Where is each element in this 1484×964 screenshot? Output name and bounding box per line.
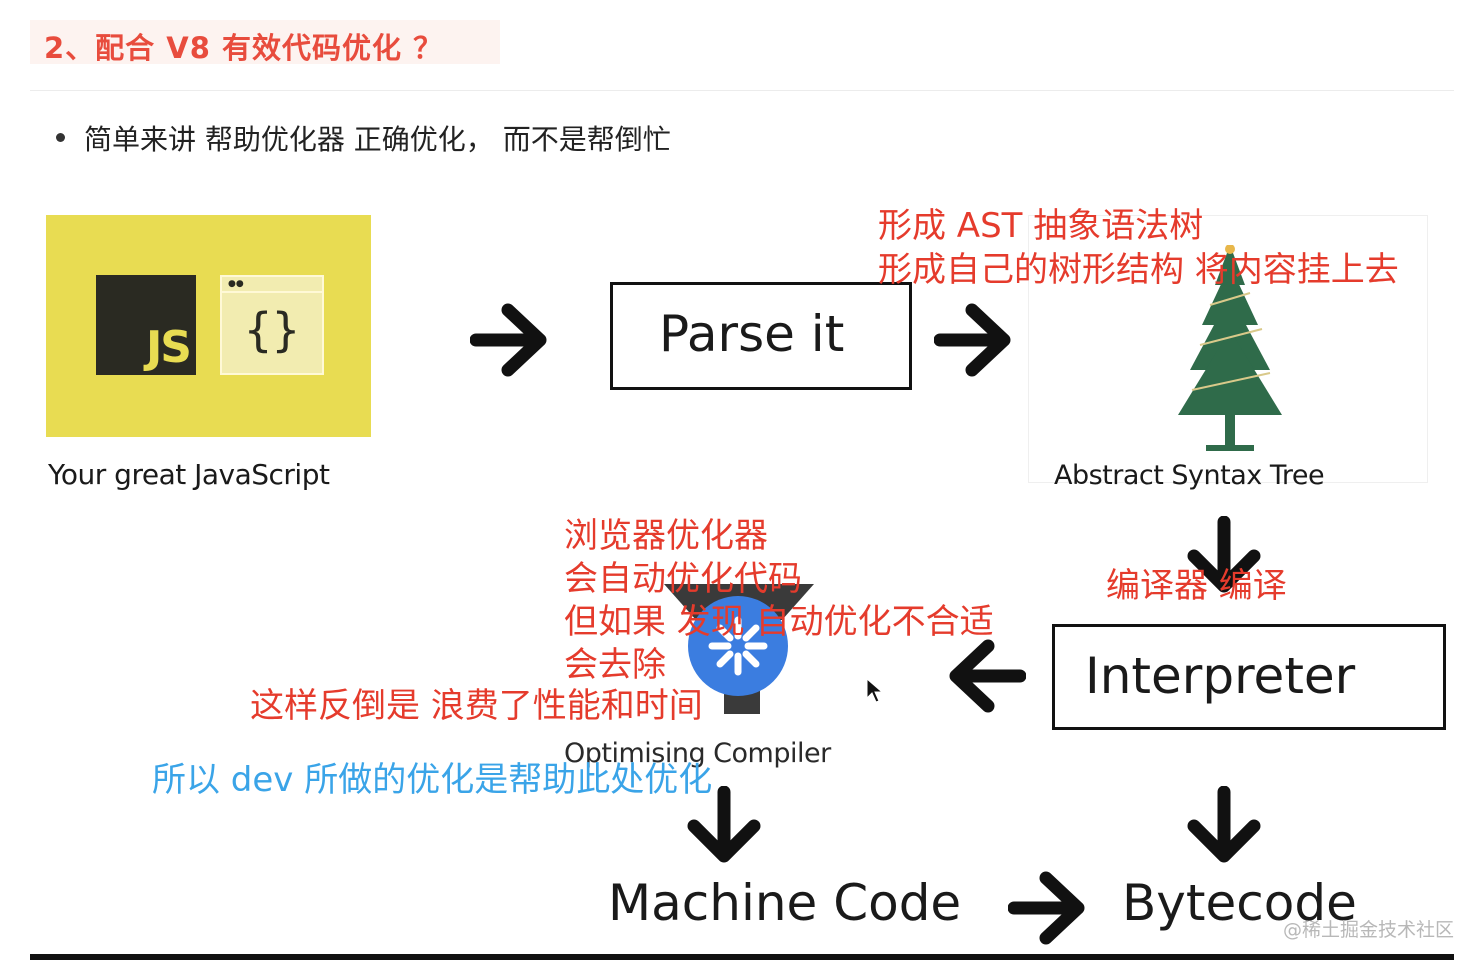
bottom-border: [30, 954, 1454, 960]
javascript-caption: Your great JavaScript: [48, 458, 330, 491]
bullet-dot-icon: [56, 133, 65, 142]
section-heading: 2、配合 V8 有效代码优化 ？: [44, 31, 444, 65]
heading-background: 2、配合 V8 有效代码优化 ？: [30, 20, 500, 65]
optimizer-annotation-line1: 浏览器优化器: [564, 516, 768, 556]
interpreter-label: Interpreter: [1085, 647, 1356, 705]
code-window-icon: ●● {}: [220, 275, 324, 375]
arrow-down-icon: [687, 786, 761, 863]
ast-caption: Abstract Syntax Tree: [1054, 460, 1325, 491]
arrow-down-icon: [1187, 786, 1261, 863]
js-logo: JS: [96, 275, 196, 375]
waste-annotation: 这样反倒是 浪费了性能和时间: [250, 686, 703, 726]
mouse-cursor-icon: [866, 678, 884, 703]
parse-label: Parse it: [659, 305, 845, 363]
optimizer-annotation-line2: 会自动优化代码: [564, 559, 802, 599]
arrow-right-icon: [934, 303, 1011, 377]
dev-annotation: 所以 dev 所做的优化是帮助此处优化: [152, 760, 713, 800]
machine-code-label: Machine Code: [608, 874, 962, 932]
javascript-logo-card: JS ●● {}: [46, 215, 371, 437]
window-dots: ●●: [228, 279, 244, 289]
ast-frame: [1028, 215, 1428, 483]
christmas-tree-icon: [1178, 245, 1282, 451]
arrow-right-icon: [1008, 871, 1085, 945]
ast-annotation-line1: 形成 AST 抽象语法树: [878, 206, 1204, 246]
js-logo-text: JS: [145, 322, 192, 373]
ast-annotation-line2: 形成自己的树形结构 将内容挂上去: [878, 250, 1399, 290]
arrow-down-icon: [1187, 516, 1261, 593]
arrow-right-icon: [470, 303, 547, 377]
braces-glyph: {}: [244, 303, 300, 357]
summary-bullet: 简单来讲 帮助优化器 正确优化， 而不是帮倒忙: [84, 123, 671, 156]
heading-divider: [30, 90, 1454, 91]
watermark: @稀土掘金技术社区: [1282, 919, 1454, 941]
optimising-compiler-logo: [664, 584, 814, 714]
interpreter-box: Interpreter: [1052, 624, 1446, 730]
compiler-annotation: 编译器 编译: [1106, 566, 1287, 606]
parse-box: Parse it: [610, 282, 912, 390]
optimizer-annotation-line4: 会去除: [564, 645, 666, 685]
v8-pipeline-diagram: JS ●● {} Your great JavaScript Parse it …: [30, 190, 1454, 950]
optimizer-annotation-line3: 但如果 发现 自动优化不合适: [564, 602, 994, 642]
arrow-left-icon: [949, 639, 1026, 713]
compiler-caption: Optimising Compiler: [564, 738, 831, 769]
bytecode-label: Bytecode: [1122, 874, 1357, 932]
